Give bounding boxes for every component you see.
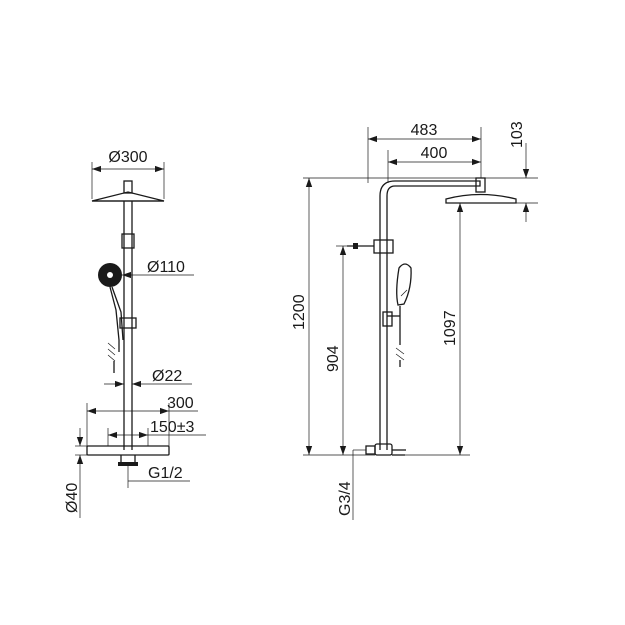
dimension-head-height: 103: [509, 121, 526, 148]
thermostatic-bar: [86, 445, 170, 466]
side-thermostat-valve: [365, 443, 406, 456]
front-view: Ø300 Ø110 Ø22 300 150±3 G1/2 Ø40: [64, 149, 206, 518]
side-hand-shower: [382, 263, 412, 367]
dimension-inlet-thread: G1/2: [148, 465, 183, 482]
overhead-shower-head: [91, 180, 165, 202]
dimension-diverter-height: 904: [325, 345, 342, 372]
hand-shower: [98, 263, 124, 373]
side-view: 483 400 103 1200 904 1097 G3/4: [291, 121, 538, 520]
dimension-center-distance: 150±3: [150, 419, 194, 436]
dimension-hand-shower-diameter: Ø110: [147, 259, 185, 276]
side-riser-and-arm: [347, 180, 481, 450]
dimension-bar-width: 300: [167, 395, 194, 412]
dimension-pipe-diameter: Ø22: [152, 368, 182, 385]
side-overhead-head: [445, 177, 517, 204]
dimension-head-bottom-height: 1097: [442, 310, 459, 346]
dimension-total-height: 1200: [291, 294, 308, 330]
dimension-total-reach: 483: [411, 122, 438, 139]
dimension-base-diameter: Ø40: [64, 483, 81, 513]
dimension-outlet-thread: G3/4: [337, 481, 354, 516]
dimension-head-diameter: Ø300: [108, 149, 147, 166]
dimension-arm-reach: 400: [421, 145, 448, 162]
